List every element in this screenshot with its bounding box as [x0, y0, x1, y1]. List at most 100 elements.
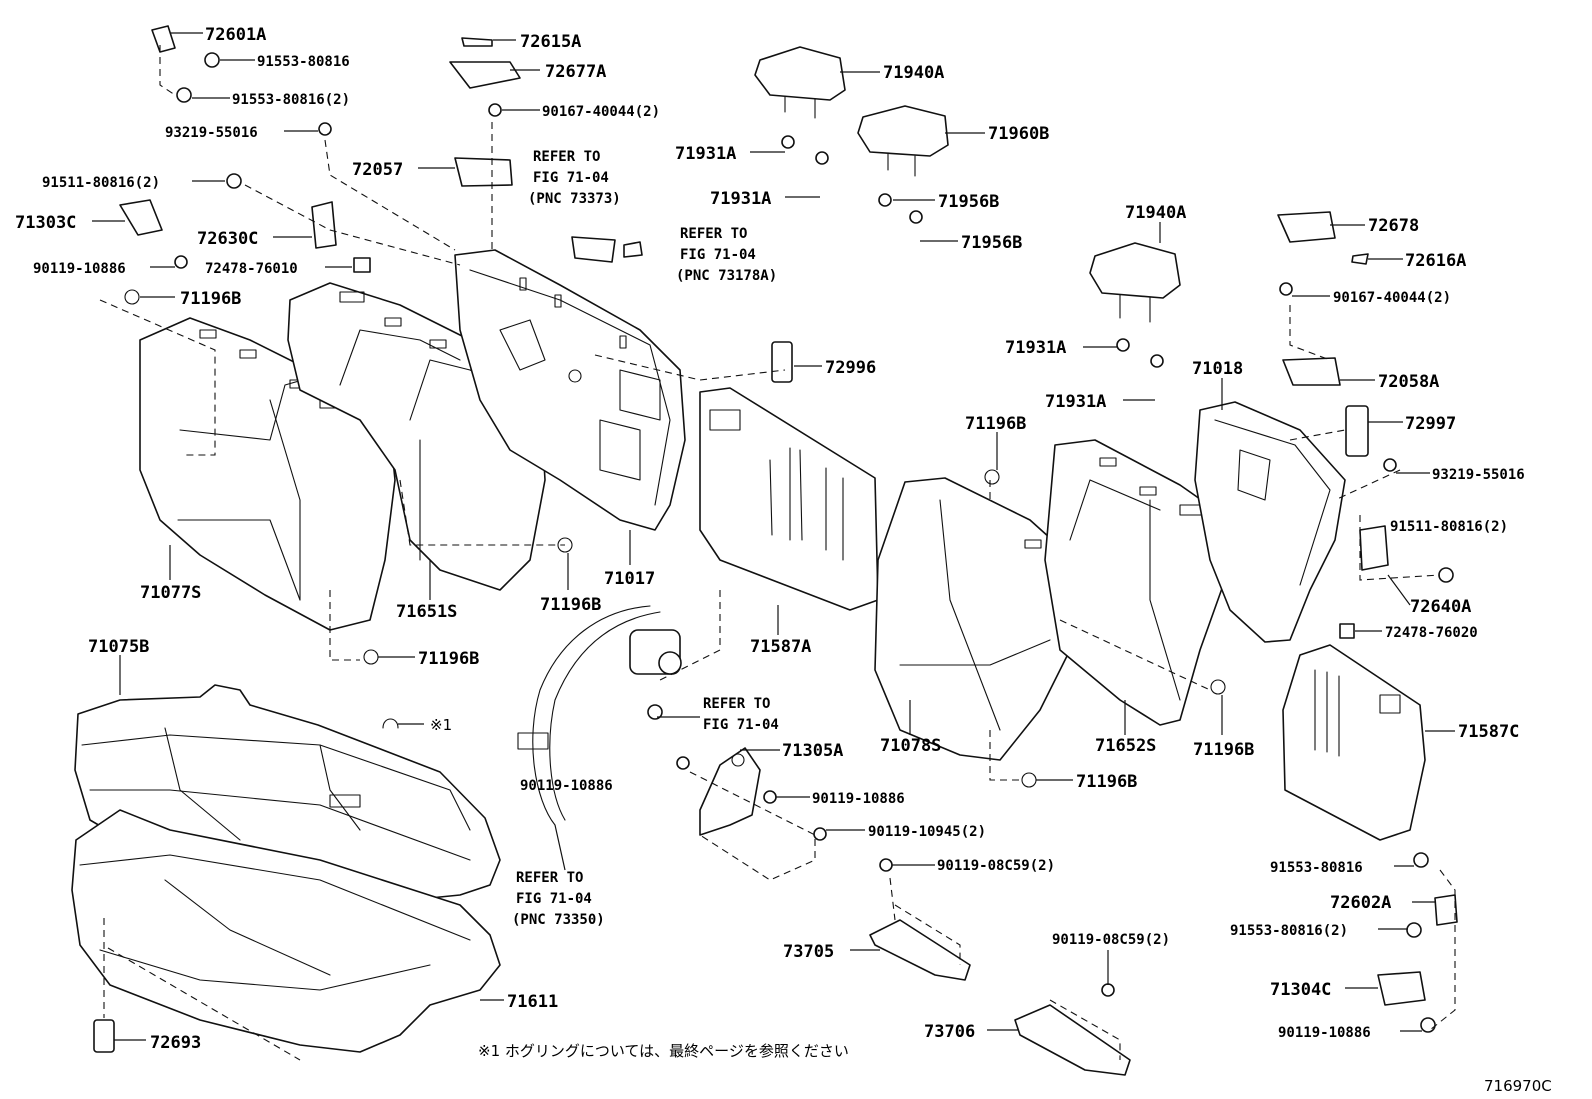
seatback-board-71587C — [1282, 644, 1426, 841]
hook-pads — [124, 289, 1226, 788]
label-71956B-a: 71956B — [938, 192, 999, 212]
seatback-cover-71078S — [874, 477, 1081, 761]
label-71075B: 71075B — [88, 637, 149, 657]
refer-73178A-line2: FIG 71-04 — [680, 247, 756, 263]
headrest-71940A-lower — [1089, 242, 1181, 323]
label-90119-10886-d: 90119-10886 — [1278, 1025, 1371, 1041]
label-72693: 72693 — [150, 1033, 201, 1053]
refer-73350-line3: (PNC 73350) — [512, 912, 605, 928]
clip-72693 — [93, 918, 301, 1061]
seatback-frame-71017 — [454, 249, 686, 531]
refer-73350-line2: FIG 71-04 — [516, 891, 592, 907]
refer-73350-line1: REFER TO — [516, 870, 583, 886]
label-91511-80816-2-a: 91511-80816(2) — [42, 175, 160, 191]
headrest-71940A-upper — [754, 46, 846, 119]
label-72057: 72057 — [352, 160, 403, 180]
refer-73178A-line3: (PNC 73178A) — [676, 268, 777, 284]
label-71931A-a: 71931A — [675, 144, 736, 164]
label-71077S: 71077S — [140, 583, 201, 603]
label-73706: 73706 — [924, 1022, 975, 1042]
label-71651S: 71651S — [396, 602, 457, 622]
label-71587A: 71587A — [750, 637, 811, 657]
hog-ring-footnote-mark: ※1 — [430, 716, 452, 734]
label-71017: 71017 — [604, 569, 655, 589]
label-72677A: 72677A — [545, 62, 606, 82]
label-72615A: 72615A — [520, 32, 581, 52]
leader-lines — [92, 32, 1455, 1041]
label-91553-80816-b: 91553-80816 — [1270, 860, 1363, 876]
hog-ring-footnote: ※1 ホグリングについては、最終ページを参照ください — [478, 1042, 849, 1060]
label-72478-76020: 72478-76020 — [1385, 625, 1478, 641]
label-71940A-a: 71940A — [883, 63, 944, 83]
label-72997: 72997 — [1405, 414, 1456, 434]
hog-ring-symbol — [382, 718, 424, 729]
label-71305A: 71305A — [782, 741, 843, 761]
label-71611: 71611 — [507, 992, 558, 1012]
bracket-71305A — [699, 747, 761, 836]
label-71196B-b: 71196B — [540, 595, 601, 615]
refer-73178A-line1: REFER TO — [680, 226, 747, 242]
label-72678: 72678 — [1368, 216, 1419, 236]
label-91553-80816-a: 91553-80816 — [257, 54, 350, 70]
seat-belt-assembly — [517, 605, 682, 826]
label-71956B-b: 71956B — [961, 233, 1022, 253]
label-93219-55016-a: 93219-55016 — [165, 125, 258, 141]
label-90119-10886-b: 90119-10886 — [520, 778, 613, 794]
label-72630C: 72630C — [197, 229, 258, 249]
label-72616A: 72616A — [1405, 251, 1466, 271]
refer-73373-line3: (PNC 73373) — [528, 191, 621, 207]
label-72058A: 72058A — [1378, 372, 1439, 392]
label-71587C: 71587C — [1458, 722, 1519, 742]
seatback-pad-71652S — [1044, 439, 1231, 726]
seatback-frame-71018 — [1194, 401, 1346, 643]
label-72478-76010: 72478-76010 — [205, 261, 298, 277]
label-73705: 73705 — [783, 942, 834, 962]
label-72602A: 72602A — [1330, 893, 1391, 913]
seat-cushion-pad-71611 — [71, 809, 501, 1053]
label-71931A-d: 71931A — [1045, 392, 1106, 412]
label-71960B: 71960B — [988, 124, 1049, 144]
label-90119-08C59-2-a: 90119-08C59(2) — [937, 858, 1055, 874]
label-90167-40044-2-b: 90167-40044(2) — [1333, 290, 1451, 306]
label-71196B-d: 71196B — [965, 414, 1026, 434]
label-90119-10886-c: 90119-10886 — [812, 791, 905, 807]
bracket-73705 — [869, 877, 971, 981]
label-71196B-c: 71196B — [418, 649, 479, 669]
label-71018: 71018 — [1192, 359, 1243, 379]
label-71931A-b: 71931A — [710, 189, 771, 209]
label-90119-10945-2: 90119-10945(2) — [868, 824, 986, 840]
diagram-id: 716970C — [1484, 1077, 1552, 1095]
label-72601A: 72601A — [205, 25, 266, 45]
label-71931A-c: 71931A — [1005, 338, 1066, 358]
label-71078S: 71078S — [880, 736, 941, 756]
seatback-board-71587A — [699, 387, 879, 611]
assembly-dashed-lines — [99, 45, 1456, 1031]
label-93219-55016-b: 93219-55016 — [1432, 467, 1525, 483]
label-91553-80816-2-a: 91553-80816(2) — [232, 92, 350, 108]
label-90119-10886-a: 90119-10886 — [33, 261, 126, 277]
refer-notes: REFER TO FIG 71-04 (PNC 73373) REFER TO … — [512, 149, 779, 928]
refer-73373-line2: FIG 71-04 — [533, 170, 609, 186]
label-71652S: 71652S — [1095, 736, 1156, 756]
refer-73373-line1: REFER TO — [533, 149, 600, 165]
label-71196B-f: 71196B — [1076, 772, 1137, 792]
label-71304C: 71304C — [1270, 980, 1331, 1000]
headrest-71960B — [857, 105, 949, 177]
label-72996: 72996 — [825, 358, 876, 378]
label-71196B-e: 71196B — [1193, 740, 1254, 760]
label-71196B-a: 71196B — [180, 289, 241, 309]
label-91511-80816-2-b: 91511-80816(2) — [1390, 519, 1508, 535]
label-72640A: 72640A — [1410, 597, 1471, 617]
bracket-73706 — [1014, 999, 1131, 1076]
label-90167-40044-2-a: 90167-40044(2) — [542, 104, 660, 120]
label-90119-08C59-2-b: 90119-08C59(2) — [1052, 932, 1170, 948]
label-71303C: 71303C — [15, 213, 76, 233]
refer-7104-line2: FIG 71-04 — [703, 717, 779, 733]
refer-7104-line1: REFER TO — [703, 696, 770, 712]
label-71940A-b: 71940A — [1125, 203, 1186, 223]
label-91553-80816-2-b: 91553-80816(2) — [1230, 923, 1348, 939]
part-labels: 72601A 91553-80816 91553-80816(2) 93219-… — [15, 25, 1525, 1053]
hardware-parts — [119, 25, 1458, 1033]
